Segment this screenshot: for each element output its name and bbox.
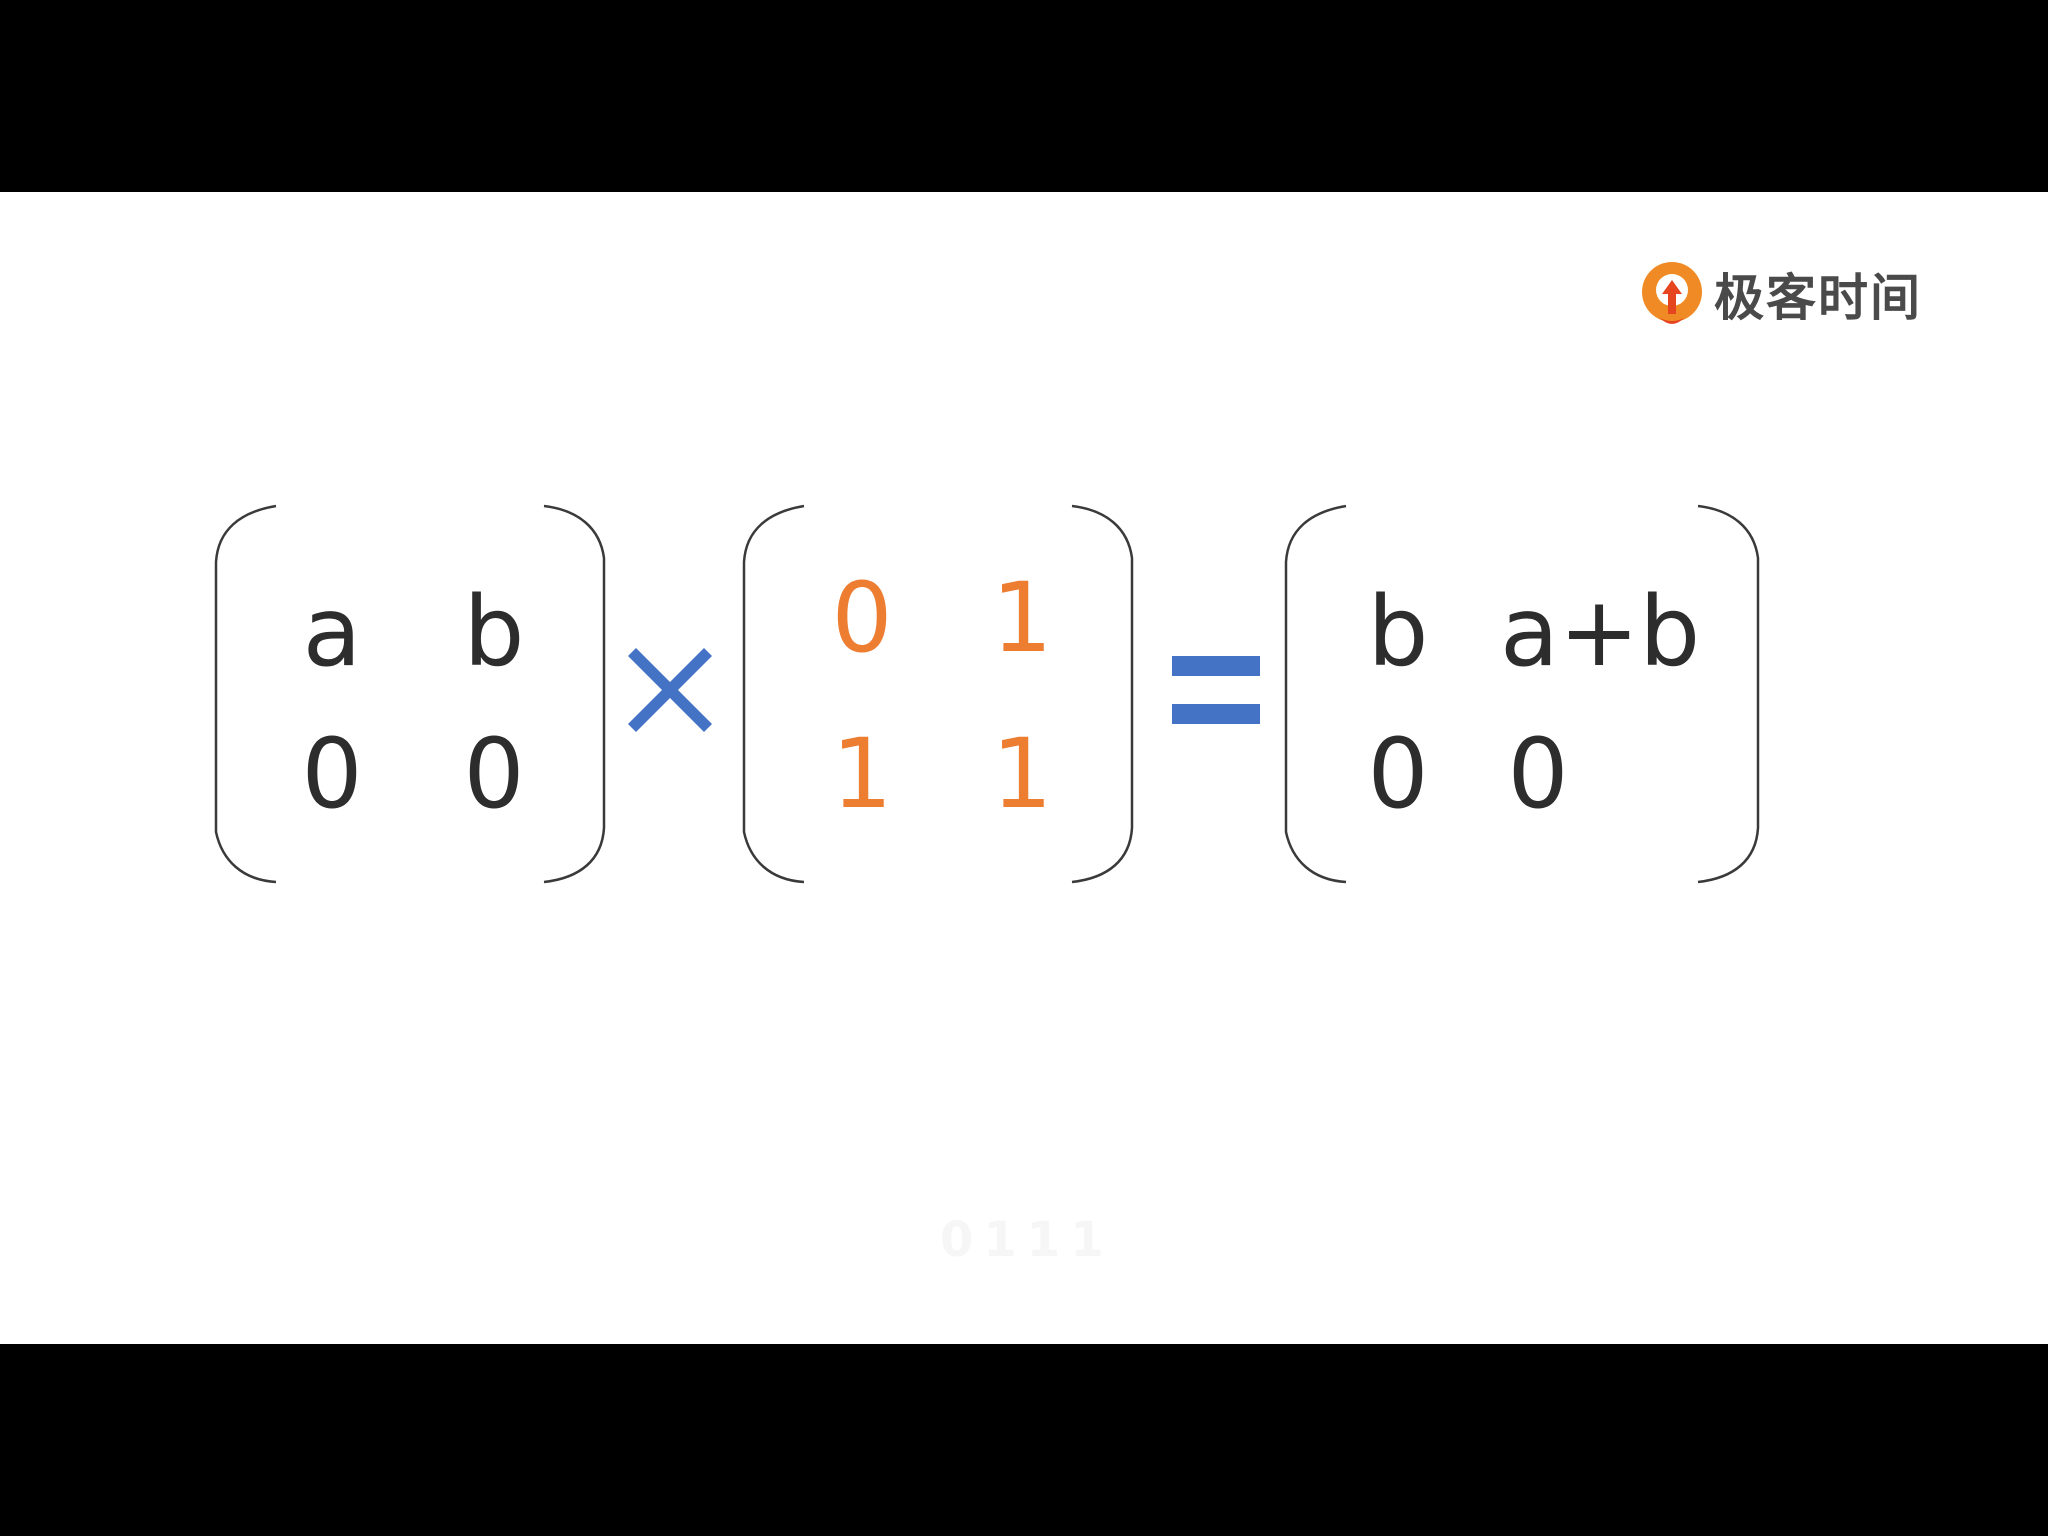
slide: 极客时间 a b 0 0 0 1 1 1 b: [0, 192, 2048, 1344]
left-matrix-cell-r2c2: 0: [463, 718, 525, 830]
result-matrix-cell-r2c2: 0: [1507, 718, 1569, 830]
right-matrix-cell-r1c2: 1: [991, 562, 1053, 674]
geektime-logo: 极客时间: [1640, 260, 1940, 332]
bottom-letterbox: [0, 1344, 2048, 1536]
left-matrix-cell-r1c1: a: [302, 576, 362, 688]
faint-caption: 0111: [940, 1212, 1114, 1268]
left-matrix-brackets: [214, 504, 606, 884]
result-matrix-cell-r2c1: 0: [1367, 718, 1429, 830]
right-matrix-cell-r1c1: 0: [831, 562, 893, 674]
left-matrix: a b 0 0: [212, 504, 612, 884]
logo-wordmark: 极客时间: [1714, 269, 1922, 327]
right-matrix: 0 1 1 1: [740, 504, 1140, 884]
result-matrix: b a+b 0 0: [1282, 504, 1762, 884]
geektime-logo-icon: [1642, 262, 1702, 324]
result-matrix-cell-r1c2: a+b: [1500, 576, 1701, 688]
equals-operator-icon: [1172, 656, 1260, 724]
left-matrix-cell-r1c2: b: [463, 576, 525, 688]
right-matrix-cell-r2c2: 1: [991, 718, 1053, 830]
right-matrix-cell-r2c1: 1: [831, 718, 893, 830]
right-matrix-brackets: [742, 504, 1134, 884]
result-matrix-brackets: [1284, 504, 1760, 884]
result-matrix-cell-r1c1: b: [1367, 576, 1429, 688]
left-matrix-cell-r2c1: 0: [301, 718, 363, 830]
top-letterbox: [0, 0, 2048, 192]
multiply-operator-icon: [628, 648, 712, 732]
